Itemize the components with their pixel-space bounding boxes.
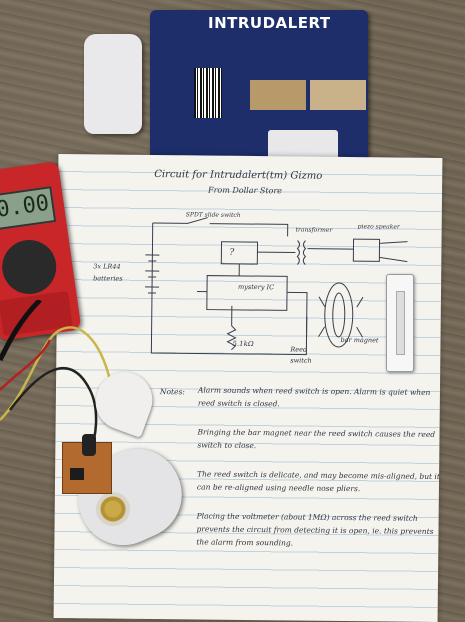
circuit-wire xyxy=(286,292,307,344)
note-item: Placing the voltmeter (about 1MΩ) across… xyxy=(196,509,446,551)
unknown-component-label: ? xyxy=(229,248,234,258)
spdt-label: SPDT slide switch xyxy=(186,211,241,219)
note-item: Bringing the bar magnet near the reed sw… xyxy=(197,425,447,454)
reed-sensor-slot xyxy=(396,291,405,355)
ic-box xyxy=(207,276,287,311)
alarm-unit xyxy=(84,34,142,134)
ic-box xyxy=(221,242,257,264)
ic-chip xyxy=(70,468,84,480)
multimeter-dial xyxy=(0,236,60,297)
multimeter-reading: 0.00 xyxy=(0,190,53,223)
piezo-disc xyxy=(96,492,130,526)
piezo-label: piezo speaker xyxy=(358,223,400,230)
reed-switch-label: Reed switch xyxy=(290,344,330,366)
magnet-label: bar magnet xyxy=(340,335,380,346)
circuit-wire xyxy=(210,224,288,237)
product-package: INTRUDALERT xyxy=(150,10,368,162)
transformer-symbol xyxy=(297,241,305,265)
test-lead xyxy=(0,300,40,360)
capacitor xyxy=(82,434,96,456)
notes-block: Alarm sounds when reed switch is open. A… xyxy=(196,383,448,567)
ic-label: mystery IC xyxy=(231,282,281,293)
magnet-sketch xyxy=(333,293,345,337)
battery-label: 3x LR44 batteries xyxy=(93,260,145,285)
barcode xyxy=(194,68,222,118)
multimeter-display: 0.00 xyxy=(0,186,56,230)
piezo-symbol xyxy=(353,239,379,261)
package-brand: INTRUDALERT xyxy=(208,14,368,36)
resistor-label: 5.1kΩ xyxy=(232,340,253,348)
note-item: Alarm sounds when reed switch is open. A… xyxy=(198,383,448,412)
transformer-label: transformer xyxy=(296,226,333,233)
reed-sensor xyxy=(386,274,414,372)
note-item: The reed switch is delicate, and may bec… xyxy=(197,467,447,496)
package-photo xyxy=(250,80,306,110)
piezo-symbol xyxy=(379,241,407,261)
package-photo xyxy=(310,80,366,110)
